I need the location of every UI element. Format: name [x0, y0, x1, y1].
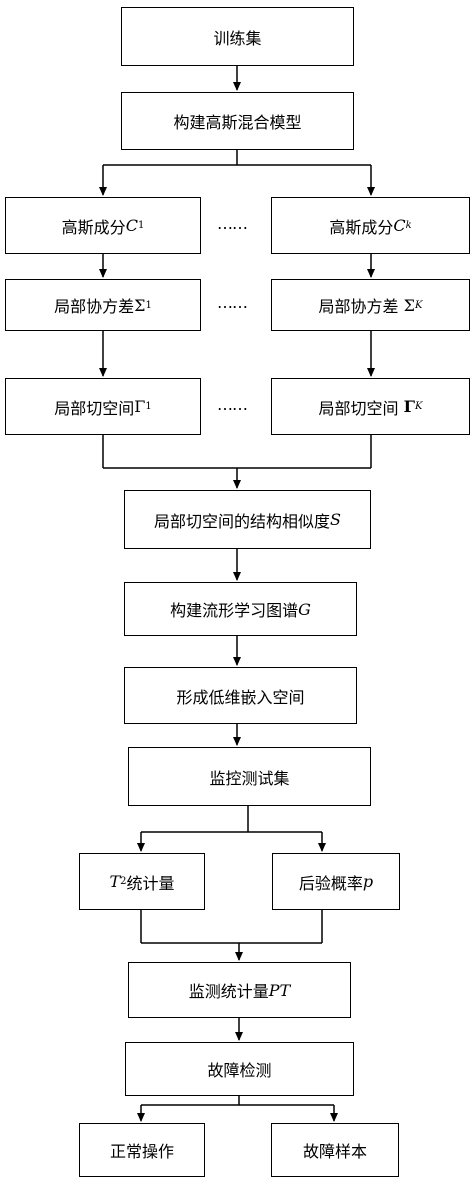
pt-symbol: PT [268, 980, 291, 1000]
posterior-text: 后验概率 [298, 873, 363, 893]
monitor-test-label: 监控测试集 [209, 768, 290, 788]
cov-k-text: 局部协方差 [318, 297, 399, 316]
ellipsis-row-3: …… [217, 395, 248, 414]
t2-symbol: T [109, 872, 121, 891]
ellipsis-row-2: …… [217, 293, 248, 312]
tan-1-symbol: Γ [134, 397, 146, 416]
normal-label: 正常操作 [109, 1142, 174, 1161]
cov-1-subscript: 1 [145, 299, 152, 311]
tan-1-text: 局部切空间 [54, 398, 135, 418]
embedding-label: 形成低维嵌入空间 [176, 687, 305, 707]
cov-1-symbol: Σ [134, 295, 146, 315]
tan-k-subscript: K [414, 401, 423, 412]
posterior-symbol: p [362, 872, 374, 891]
fault-sample-label: 故障样本 [302, 1142, 367, 1161]
fault-detection-box: 故障检测 [125, 1042, 354, 1096]
cov-1-text: 局部协方差 [54, 297, 135, 316]
build-gmm-label: 构建高斯混合模型 [173, 113, 302, 132]
gauss-k-subscript: k [405, 220, 412, 231]
cov-k-symbol: Σ [403, 295, 415, 315]
tan-k-text: 局部切空间 [318, 398, 399, 418]
tan-1-subscript: 1 [145, 401, 152, 412]
t2-text: 统计量 [126, 873, 175, 893]
training-set-box: 训练集 [121, 7, 354, 66]
pt-text: 监测统计量 [188, 982, 269, 1001]
t2-superscript: 2 [120, 876, 127, 887]
fault-sample-box: 故障样本 [271, 1123, 399, 1177]
gauss-1-subscript: 1 [137, 220, 145, 231]
similarity-symbol: S [330, 510, 341, 529]
training-set-label: 训练集 [213, 28, 262, 48]
ellipsis-row-1: …… [217, 214, 248, 233]
cov-k-subscript: K [414, 299, 423, 311]
gauss-k-text: 高斯成分 [329, 217, 394, 237]
gauss-1-text: 高斯成分 [61, 217, 126, 237]
normal-operation-box: 正常操作 [79, 1123, 205, 1177]
gauss-k-symbol: C [393, 216, 406, 235]
fault-detect-label: 故障检测 [207, 1061, 272, 1080]
tan-k-symbol: Γ [403, 397, 415, 416]
low-dim-embedding-box: 形成低维嵌入空间 [124, 667, 357, 724]
build-gmm-box: 构建高斯混合模型 [121, 92, 354, 150]
monitor-test-set-box: 监控测试集 [128, 747, 371, 806]
similarity-text: 局部切空间的结构相似度 [154, 511, 331, 531]
graph-symbol: G [298, 599, 311, 619]
gauss-1-symbol: C [125, 216, 138, 235]
graph-text: 构建流形学习图谱 [170, 601, 299, 620]
